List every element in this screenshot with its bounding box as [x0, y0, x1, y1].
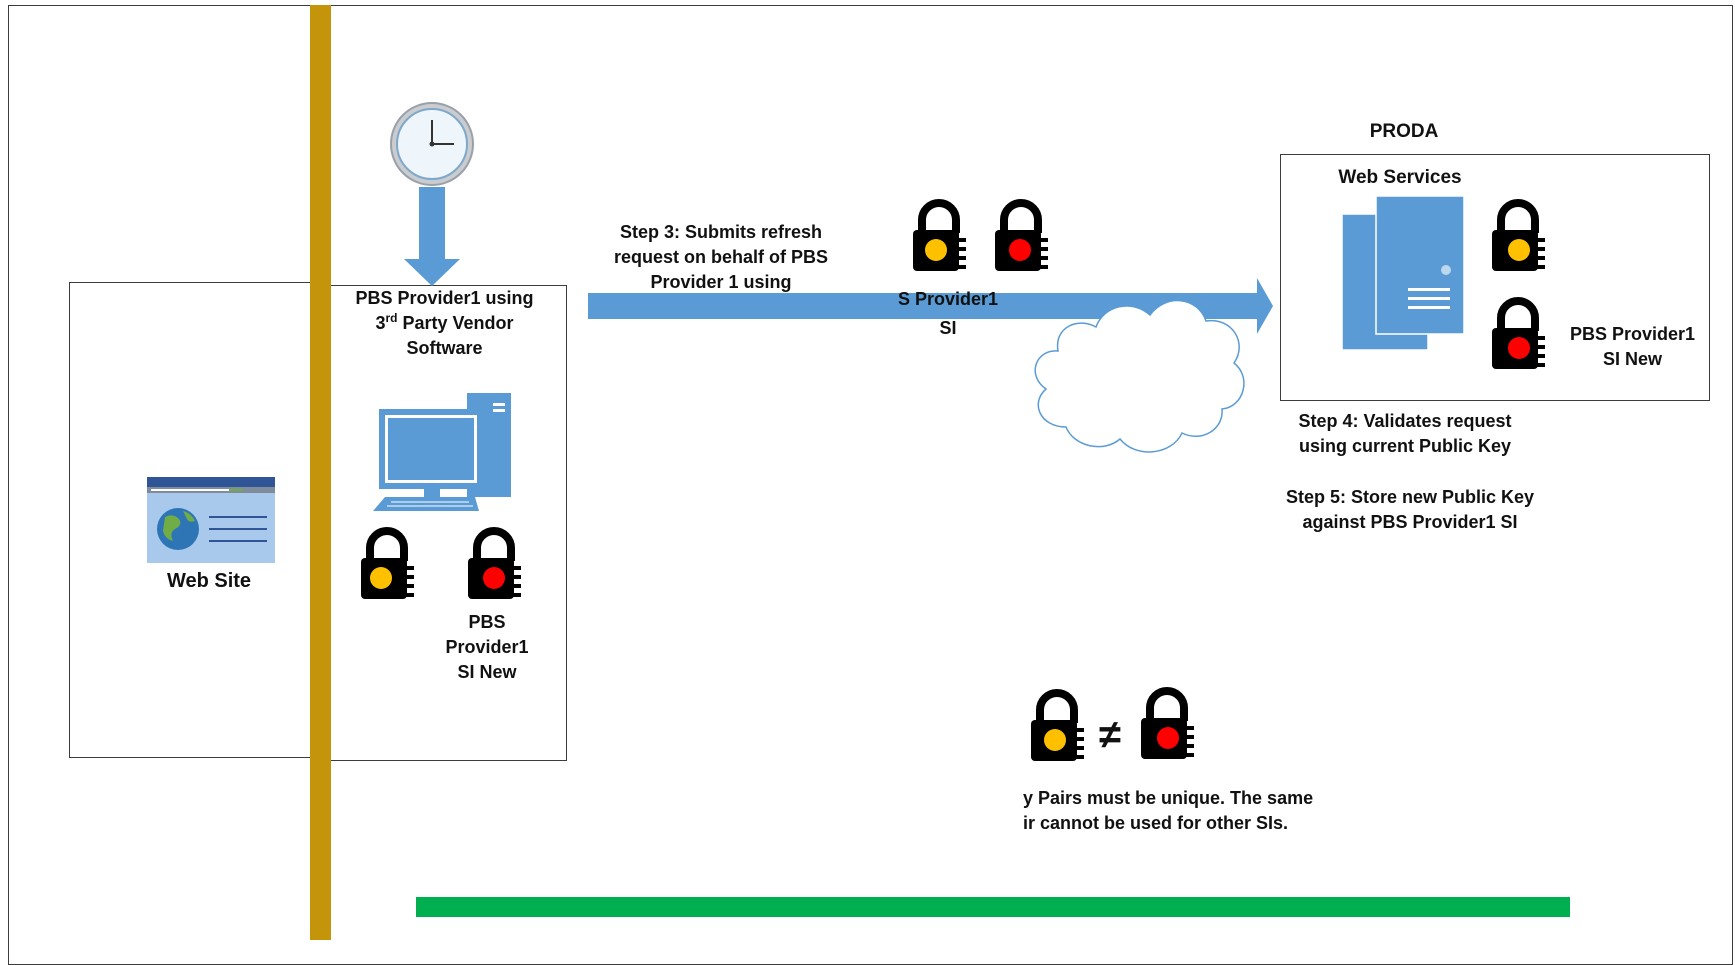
step3-padlock-yellow-icon: [911, 197, 967, 273]
proda-padlock-yellow-icon: [1490, 197, 1546, 273]
vendor-title-line3: Software: [406, 338, 483, 358]
step3-text: Step 3: Submits refresh request on behal…: [613, 222, 829, 292]
browser-globe-icon: [147, 477, 275, 563]
padlock-red-icon: [466, 525, 522, 601]
desktop-computer-icon: [371, 391, 513, 513]
proda-padlock-red-icon: [1490, 295, 1546, 371]
schedule-arrow: [404, 187, 460, 286]
server-icon: [1340, 196, 1466, 352]
step4-text: Step 4: Validates request using current …: [1298, 411, 1512, 456]
green-bar: [416, 897, 1570, 917]
proda-box: [1280, 154, 1710, 401]
proda-title: PRODA: [1369, 121, 1439, 142]
website-label: Web Site: [166, 570, 252, 592]
web-services-label: Web Services: [1338, 167, 1462, 188]
vendor-title-line1: PBS Provider1 using: [355, 288, 534, 308]
step3-keys-label-line2: SI: [939, 318, 957, 338]
step3-keys-label: S Provider1: [898, 289, 999, 309]
proda-new-key-label: PBS Provider1 SI New: [1569, 324, 1696, 369]
not-equal-symbol: ≠: [1099, 713, 1121, 757]
boundary-divider: [310, 5, 331, 940]
clock-icon: [389, 101, 475, 187]
cloud-icon: [1026, 287, 1251, 457]
step3-padlock-red-icon: [993, 197, 1049, 273]
padlock-yellow-icon: [359, 525, 415, 601]
vendor-title: PBS Provider1 using 3rd Party Vendor Sof…: [322, 286, 567, 361]
vendor-title-line2: 3rd Party Vendor: [375, 311, 514, 333]
uniqueness-text: y Pairs must be unique. The same ir cann…: [1023, 788, 1314, 833]
unique-padlock-red-icon: [1139, 685, 1195, 761]
step5-text: Step 5: Store new Public Key against PBS…: [1285, 487, 1535, 532]
unique-padlock-yellow-icon: [1029, 687, 1085, 763]
vendor-new-key-label: PBS Provider1 SI New: [445, 612, 529, 682]
